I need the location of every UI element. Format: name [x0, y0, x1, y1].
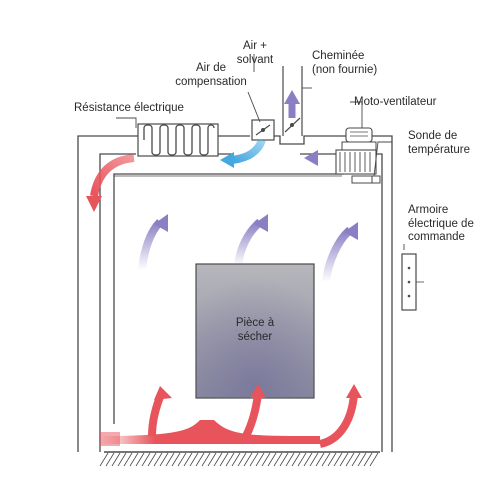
floor — [99, 451, 380, 467]
chimney — [282, 66, 303, 136]
label-sonde-text: Sonde de température — [408, 130, 471, 156]
label-moto-ventilateur: Moto-ventilateur — [354, 96, 436, 110]
fan-intake-arrow — [289, 150, 338, 186]
label-air-solvant: Air + solvant — [230, 40, 280, 67]
motor-fan — [335, 127, 377, 175]
label-cheminee: Cheminée (non fournie) — [312, 50, 377, 77]
hot-air-down-arrow — [86, 154, 135, 212]
electric-resistance — [137, 123, 219, 157]
label-piece: Pièce à sécher — [196, 316, 314, 344]
exhaust-arrow — [284, 90, 300, 118]
control-cabinet — [401, 253, 424, 311]
temperature-probe — [351, 175, 381, 184]
label-air-solvant-text: Air + solvant — [236, 40, 274, 66]
workpiece — [195, 263, 315, 399]
compensation-air-arrow — [220, 138, 266, 168]
label-sonde: Sonde de température — [408, 130, 470, 157]
recirculation-arrows — [138, 214, 358, 283]
leader-lines — [116, 54, 405, 250]
label-cheminee-text: Cheminée (non fournie) — [312, 50, 378, 76]
chimney-damper — [284, 117, 301, 133]
label-armoire: Armoire électrique de commande — [408, 204, 474, 245]
label-air-compensation-text: Air de compensation — [175, 62, 247, 88]
label-piece-text: Pièce à sécher — [235, 317, 275, 343]
compensation-damper — [251, 119, 275, 141]
label-resistance-text: Résistance électrique — [74, 102, 184, 114]
label-resistance: Résistance électrique — [74, 102, 184, 116]
label-armoire-text: Armoire électrique de commande — [408, 204, 474, 243]
label-moto-ventilateur-text: Moto-ventilateur — [354, 96, 437, 108]
hot-air-bottom-flow — [100, 384, 362, 448]
label-air-compensation: Air de compensation — [168, 62, 254, 89]
